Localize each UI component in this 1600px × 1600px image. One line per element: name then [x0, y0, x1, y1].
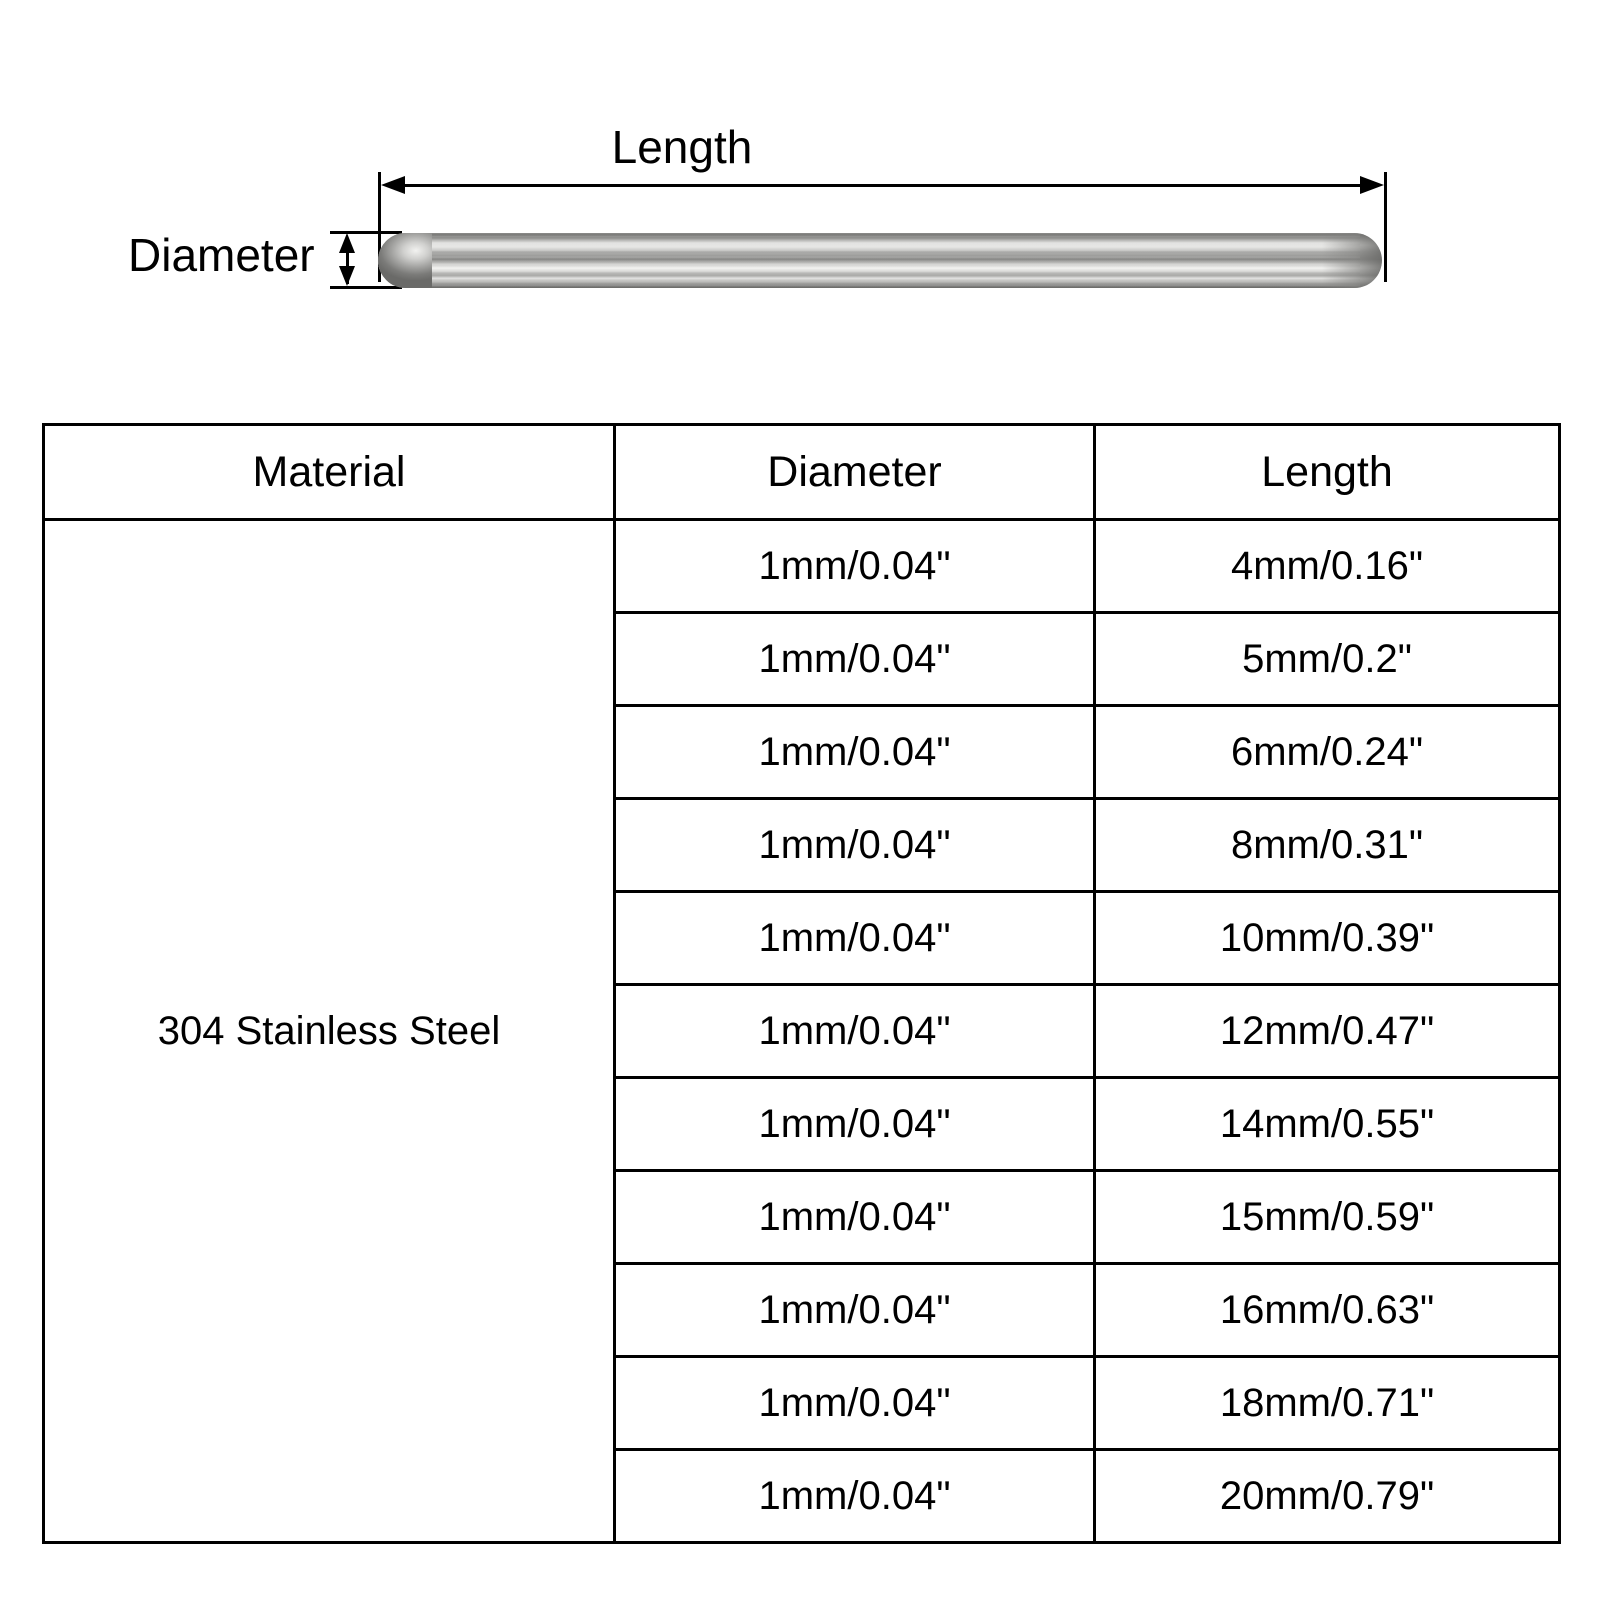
- cell-diameter: 1mm/0.04": [613, 704, 1096, 800]
- cell-diameter: 1mm/0.04": [613, 1448, 1096, 1544]
- cell-diameter: 1mm/0.04": [613, 983, 1096, 1079]
- arrow-up-icon: [339, 233, 355, 253]
- specification-table-container: Material Diameter Length 304 Stainless S…: [42, 423, 1561, 1544]
- table-row: 1mm/0.04"20mm/0.79": [44, 1448, 1561, 1544]
- cell-diameter: 1mm/0.04": [613, 1262, 1096, 1358]
- rod-brushed-texture: [418, 233, 1360, 288]
- cell-material: 304 Stainless Steel: [42, 518, 616, 1544]
- cell-length: 5mm/0.2": [1093, 611, 1561, 707]
- cell-length: 18mm/0.71": [1093, 1355, 1561, 1451]
- cell-diameter: 1mm/0.04": [613, 1169, 1096, 1265]
- cell-length: 20mm/0.79": [1093, 1448, 1561, 1544]
- table-row: 1mm/0.04"8mm/0.31": [44, 797, 1561, 893]
- cell-diameter: 1mm/0.04": [613, 1355, 1096, 1451]
- table-row: 1mm/0.04"12mm/0.47": [44, 983, 1561, 1079]
- table-row: 1mm/0.04"14mm/0.55": [44, 1076, 1561, 1172]
- arrow-right-icon: [1360, 176, 1384, 194]
- table-row: 1mm/0.04"15mm/0.59": [44, 1169, 1561, 1265]
- table-row: 1mm/0.04"18mm/0.71": [44, 1355, 1561, 1451]
- rod-right-end-cap: [1322, 233, 1382, 288]
- cell-length: 8mm/0.31": [1093, 797, 1561, 893]
- table-header: Material Diameter Length: [42, 423, 1561, 521]
- table-row: 1mm/0.04"16mm/0.63": [44, 1262, 1561, 1358]
- column-header-diameter: Diameter: [613, 423, 1096, 521]
- rod-left-end-cap: [378, 233, 432, 288]
- cell-length: 4mm/0.16": [1093, 518, 1561, 614]
- length-extension-line-left: [378, 172, 381, 282]
- cell-diameter: 1mm/0.04": [613, 611, 1096, 707]
- length-extension-line-right: [1384, 172, 1387, 282]
- diameter-measure-line: [346, 238, 349, 284]
- arrow-left-icon: [381, 176, 405, 194]
- cell-length: 16mm/0.63": [1093, 1262, 1561, 1358]
- length-measure-line: [392, 184, 1372, 187]
- steel-rod-illustration: [378, 233, 1382, 288]
- cell-length: 10mm/0.39": [1093, 890, 1561, 986]
- cell-length: 12mm/0.47": [1093, 983, 1561, 1079]
- table-row: 1mm/0.04"5mm/0.2": [44, 611, 1561, 707]
- cell-diameter: 1mm/0.04": [613, 797, 1096, 893]
- column-header-material: Material: [42, 423, 616, 521]
- column-header-length: Length: [1093, 423, 1561, 521]
- specification-table: Material Diameter Length 304 Stainless S…: [42, 423, 1561, 1544]
- product-dimension-diagram: Length Diameter: [0, 0, 1600, 400]
- cell-diameter: 1mm/0.04": [613, 1076, 1096, 1172]
- table-header-row: Material Diameter Length: [42, 423, 1561, 521]
- table-row: 1mm/0.04"10mm/0.39": [44, 890, 1561, 986]
- cell-length: 14mm/0.55": [1093, 1076, 1561, 1172]
- diameter-extension-line-bottom: [330, 286, 402, 289]
- arrow-down-icon: [339, 266, 355, 286]
- table-row: 1mm/0.04"6mm/0.24": [44, 704, 1561, 800]
- diameter-extension-line-top: [330, 231, 402, 234]
- diameter-dimension-label: Diameter: [128, 229, 315, 281]
- cell-length: 15mm/0.59": [1093, 1169, 1561, 1265]
- cell-length: 6mm/0.24": [1093, 704, 1561, 800]
- length-dimension-label: Length: [611, 121, 753, 173]
- cell-diameter: 1mm/0.04": [613, 890, 1096, 986]
- cell-diameter: 1mm/0.04": [613, 518, 1096, 614]
